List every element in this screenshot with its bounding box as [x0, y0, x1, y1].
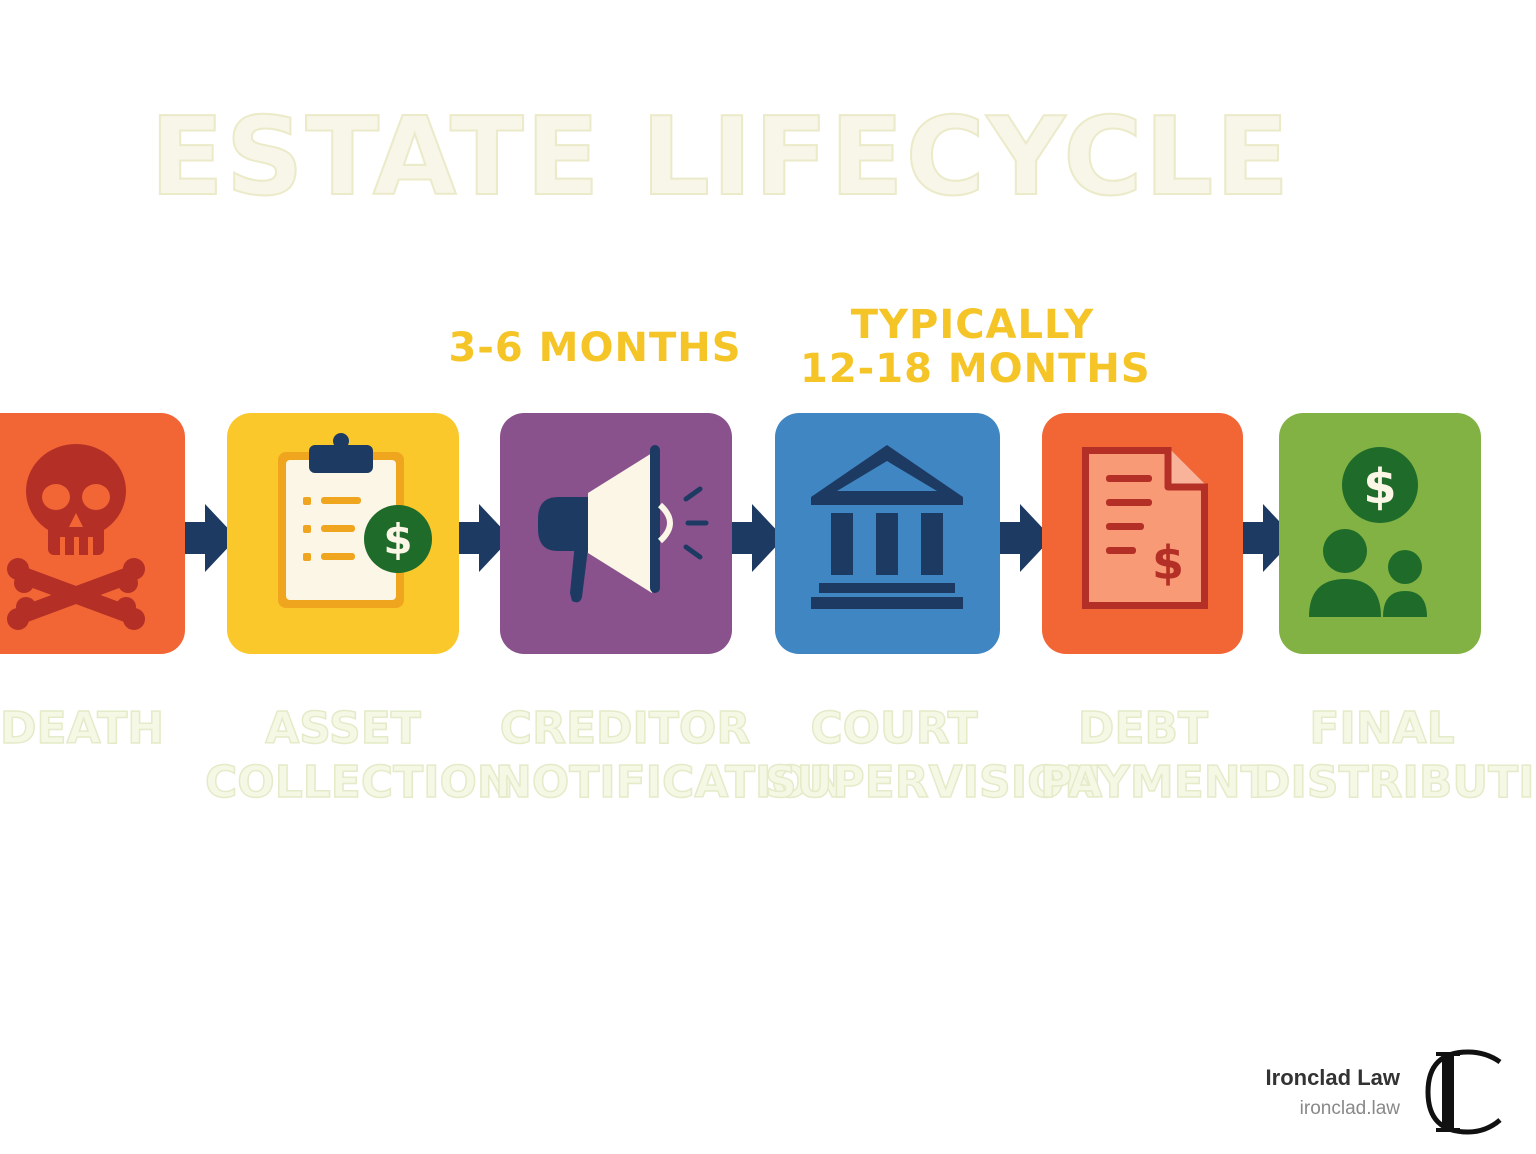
step-label-creditor-notification: CREDITOR NOTIFICATION: [494, 702, 846, 810]
step-death: [0, 413, 185, 654]
megaphone-icon: [538, 445, 709, 603]
duration-line: 3-6 MONTHS: [448, 325, 742, 371]
step-label-asset-collection: ASSET COLLECTION: [204, 702, 514, 810]
step-label-line: DEBT: [1077, 702, 1209, 755]
diagram-title: ESTATE LIFECYCLE: [149, 94, 1292, 221]
duration-line: TYPICALLY: [850, 302, 1095, 348]
step-court-supervision: [775, 413, 1000, 654]
duration-note-creditor: 3-6 MONTHS: [440, 326, 750, 370]
step-label-line: DISTRIBUTION: [1253, 756, 1536, 809]
flow-arrow: [459, 504, 515, 572]
svg-text:$: $: [1363, 459, 1396, 515]
svg-text:$: $: [1152, 536, 1184, 590]
step-label-death: DEATH: [0, 702, 165, 756]
brand-block: Ironclad Law ironclad.law: [1266, 1064, 1400, 1126]
step-label-line: CREDITOR: [499, 702, 751, 755]
step-label-line: SUPERVISION: [764, 756, 1102, 809]
step-debt-payment: $: [1042, 413, 1243, 654]
step-label-court-supervision: COURT SUPERVISION: [764, 702, 1102, 810]
step-label-line: COURT: [810, 702, 979, 755]
flow-arrow: [732, 504, 788, 572]
step-label-line: DEATH: [0, 702, 165, 755]
ic-monogram-logo: [1425, 1049, 1502, 1135]
step-label-debt-payment: DEBT PAYMENT: [1039, 702, 1271, 810]
clipboard-dollar-icon: $: [278, 433, 432, 608]
flow-arrow: [1243, 504, 1299, 572]
people-dollar-icon: $: [1309, 447, 1427, 617]
step-label-line: COLLECTION: [204, 756, 514, 809]
step-label-line: NOTIFICATION: [494, 756, 846, 809]
step-final-distribution: $: [1279, 413, 1481, 654]
brand-url: ironclad.law: [1299, 1098, 1400, 1119]
invoice-dollar-icon: $: [1082, 447, 1208, 609]
courthouse-icon: [811, 445, 963, 609]
step-label-line: PAYMENT: [1039, 756, 1271, 809]
step-label-final-distribution: FINAL DISTRIBUTION: [1253, 702, 1536, 810]
step-asset-collection: $: [227, 413, 459, 654]
duration-note-court: TYPICALLY 12-18 MONTHS: [800, 302, 1151, 392]
flow-arrow: [185, 504, 241, 572]
flow-arrow: [1000, 504, 1056, 572]
skull-crossbones-icon: [7, 444, 145, 630]
step-label-line: ASSET: [264, 702, 421, 755]
svg-text:$: $: [383, 515, 412, 564]
step-label-line: FINAL: [1309, 702, 1456, 755]
step-creditor-notification: [500, 413, 732, 654]
duration-line: 12-18 MONTHS: [800, 346, 1151, 392]
brand-name: Ironclad Law: [1265, 1065, 1400, 1090]
